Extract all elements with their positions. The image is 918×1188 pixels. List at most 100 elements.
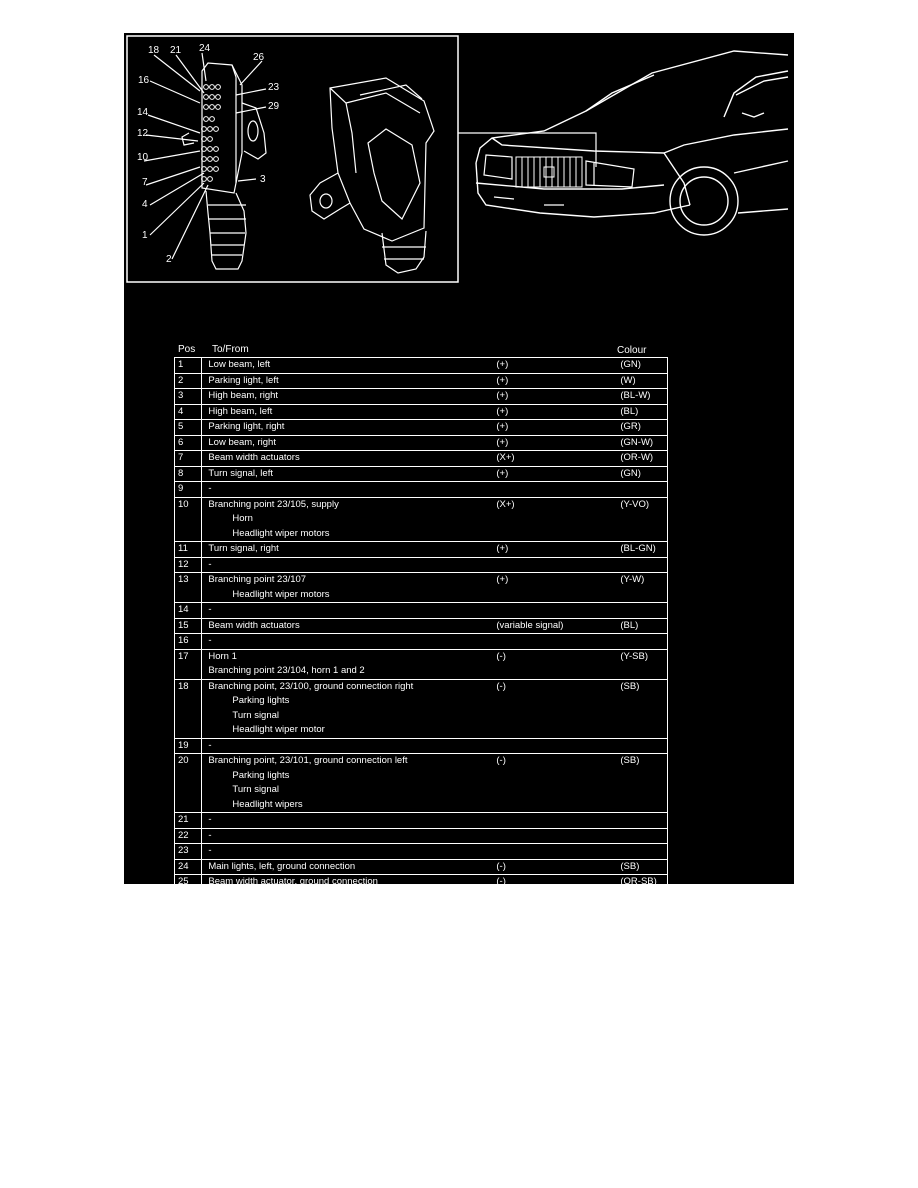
- sub-destination: Turn signal: [232, 709, 280, 721]
- pin-info-cell: Turn signal, left(+)(GN): [201, 465, 668, 482]
- pin-info-cell: -: [201, 602, 668, 619]
- pin-position: 3: [173, 388, 203, 405]
- table-row: 12-: [173, 556, 668, 573]
- pin-info-cell: Branching point 23/105, supply(X+)(Y-VO)…: [201, 496, 668, 542]
- pin-info-line: Low beam, right(+)(GN-W): [203, 436, 667, 450]
- destination: Low beam, left: [208, 359, 271, 370]
- pin-info-line: Headlight wiper motors: [203, 527, 667, 541]
- pin-position: 18: [173, 678, 203, 739]
- pin-info-line: -: [203, 844, 667, 858]
- pin-position: 4: [173, 403, 203, 420]
- signal-type: (+): [496, 574, 509, 585]
- table-row: 23-: [173, 843, 668, 860]
- pin-position: 25: [173, 874, 203, 891]
- connector-illustration: [126, 35, 789, 283]
- pin-info-line: -: [203, 482, 667, 496]
- pin-info-line: Turn signal: [203, 709, 667, 724]
- pin-position: 20: [173, 753, 203, 813]
- destination: Main lights, left, ground connection: [208, 860, 356, 872]
- table-row: 9-: [173, 481, 668, 498]
- table-row: 18 Branching point, 23/100, ground connec…: [173, 678, 668, 739]
- pin-info-line: Headlight wipers: [203, 798, 667, 812]
- signal-type: (+): [496, 543, 509, 554]
- pin-position: 15: [173, 617, 203, 634]
- destination: -: [208, 604, 212, 615]
- signal-type: (+): [496, 436, 509, 448]
- pin-info-line: Parking lights: [203, 694, 667, 709]
- table-row: 21-: [173, 812, 668, 829]
- pin-position: 6: [173, 434, 203, 451]
- pin-info-line: Low beam, left(+)(GN): [203, 358, 667, 372]
- wire-colour: (W): [620, 374, 636, 386]
- wire-colour: (BL-GN): [620, 543, 656, 554]
- pin-callout: 3: [260, 174, 266, 185]
- pin-info-line: Main lights, right, ground connection(SB…: [203, 891, 667, 905]
- destination: Parking light, right: [208, 421, 285, 432]
- pin-info-line: Horn 1(-)(Y-SB): [203, 650, 667, 664]
- pin-callout: 29: [268, 101, 280, 112]
- sub-destination: Parking lights: [232, 695, 290, 706]
- signal-type: (+): [496, 390, 509, 401]
- pin-info-line: Parking light, right(+)(GR): [203, 420, 667, 434]
- pin-info-line: -: [203, 558, 667, 572]
- destination: Beam width actuators: [208, 619, 300, 631]
- pin-info-line: Branching point 23/105, supply(X+)(Y-VO): [203, 498, 667, 512]
- destination: Branching point, 23/100, ground connecti…: [208, 680, 414, 692]
- sub-destination: Headlight wiper motors: [232, 527, 330, 539]
- pin-info-cell: Branching point, 23/100, ground connecti…: [201, 678, 668, 739]
- signal-type: (+): [496, 359, 509, 370]
- pin-info-line: Parking lights: [203, 769, 667, 784]
- destination: Branching point 23/104, horn 1 and 2: [208, 665, 365, 676]
- pin-position: 8: [173, 465, 203, 482]
- wire-colour: (SB): [620, 755, 640, 766]
- pin-info-line: Turn signal, left(+)(GN): [203, 467, 667, 481]
- sub-destination: Horn: [232, 513, 253, 524]
- pin-callout: 16: [138, 75, 150, 86]
- destination: Turn signal, right: [208, 543, 279, 554]
- pin-info-line: -: [203, 634, 667, 648]
- sub-destination: Turn signal: [232, 784, 280, 795]
- pin-info-cell: Main lights, right, ground connection(SB…: [201, 889, 668, 906]
- pin-info-cell: Parking light, left(+)(W): [201, 372, 668, 389]
- sub-destination: Headlight wiper motors: [232, 588, 330, 600]
- pin-info-cell: -: [201, 827, 668, 844]
- pin-position: 26: [173, 889, 203, 906]
- wire-colour: (OR-SB): [620, 876, 657, 887]
- wire-colour: (GR): [620, 421, 641, 432]
- pin-callout: 21: [170, 45, 182, 56]
- document-panel: 18 21 24 26 16 23 29 14 12 10 7 3 4 1 2 …: [124, 33, 794, 906]
- sub-destination: Headlight wipers: [232, 798, 303, 810]
- pin-info-line: Main lights, left, ground connection(-)(…: [203, 860, 667, 874]
- pin-info-line: -: [203, 829, 667, 843]
- signal-type: (-): [496, 755, 506, 766]
- pin-callout: 26: [253, 52, 265, 63]
- pin-info-cell: Beam width actuators(variable signal)(BL…: [201, 617, 668, 634]
- pin-info-line: Turn signal: [203, 783, 667, 798]
- signal-type: (+): [496, 405, 509, 417]
- pin-position: 2: [173, 372, 203, 389]
- signal-type: (+): [496, 467, 509, 479]
- pin-position: 7: [173, 450, 203, 467]
- pin-info-cell: Beam width actuator, ground connection(-…: [201, 874, 668, 891]
- destination: -: [208, 558, 212, 570]
- wire-colour: (BL-W): [620, 390, 651, 401]
- wire-colour: (Y-SB): [620, 650, 649, 662]
- pin-callout: 2: [166, 254, 172, 265]
- pin-info-line: Turn signal, right (+) (BL-GN): [203, 542, 667, 556]
- pin-info-line: Branching point, 23/100, ground connecti…: [203, 680, 667, 694]
- pin-info-cell: Branching point, 23/101, ground connecti…: [201, 753, 668, 813]
- pin-info-cell: -: [201, 737, 668, 754]
- pin-callout: 24: [199, 43, 211, 54]
- pin-info-line: Beam width actuators(X+)(OR-W): [203, 451, 667, 465]
- signal-type: (variable signal): [496, 619, 564, 631]
- pin-info-line: Beam width actuator, ground connection(-…: [203, 875, 667, 889]
- wire-colour: (SB): [620, 680, 640, 692]
